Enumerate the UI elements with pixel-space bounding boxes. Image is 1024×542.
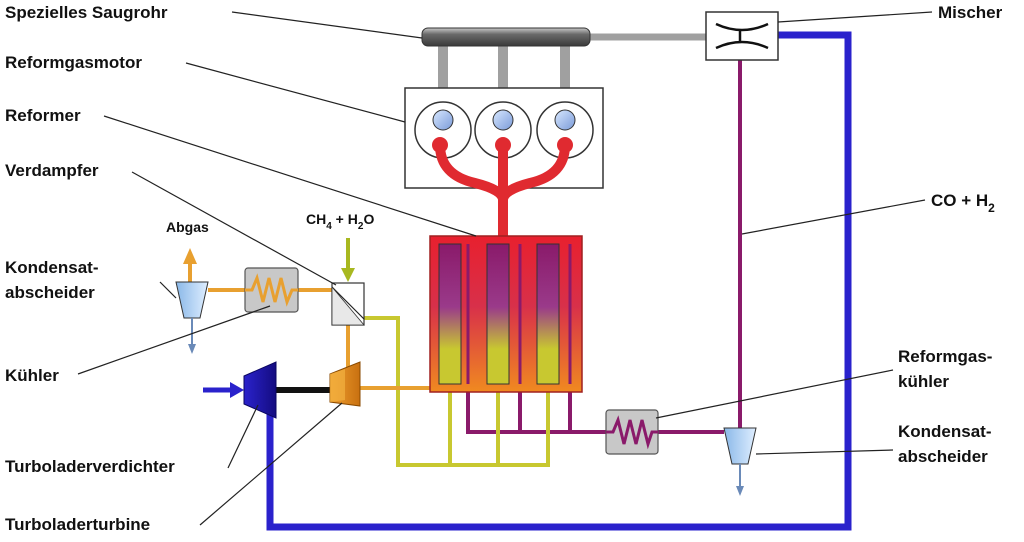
label-spezielles-saugrohr: Spezielles Saugrohr xyxy=(5,3,168,22)
separator-icon xyxy=(723,427,757,496)
label-kondensatabscheider-right-1: Kondensat- xyxy=(898,422,992,441)
labels: Spezielles Saugrohr Reformgasmotor Refor… xyxy=(5,3,1003,534)
turbine-icon xyxy=(243,361,277,419)
label-kondensatabscheider-left-2: abscheider xyxy=(5,283,95,302)
label-verdampfer: Verdampfer xyxy=(5,161,99,180)
feed-arrow-icon xyxy=(341,238,355,282)
label-co-h2: CO + H2 xyxy=(931,191,995,215)
engine-exhaust-fork xyxy=(435,140,570,241)
intake-manifold xyxy=(421,27,591,88)
label-abgas: Abgas xyxy=(166,219,209,235)
heat-exchanger-icon xyxy=(605,409,659,455)
heat-exchanger-icon xyxy=(244,267,299,313)
evaporator-icon xyxy=(331,282,365,326)
label-h2o-o: O xyxy=(363,211,374,227)
label-ch4-mid: + H xyxy=(332,211,358,227)
reformer xyxy=(429,235,583,393)
label-reformer: Reformer xyxy=(5,106,81,125)
separator-icon xyxy=(175,281,209,354)
label-turboladerturbine: Turboladerturbine xyxy=(5,515,150,534)
label-reformgaskuehler-2: kühler xyxy=(898,372,949,391)
engine-block xyxy=(404,87,604,189)
air-inlet-arrow xyxy=(203,382,244,398)
label-kondensatabscheider-right-2: abscheider xyxy=(898,447,988,466)
label-kuehler: Kühler xyxy=(5,366,59,385)
leader-lines xyxy=(77,11,933,526)
label-turboladerverdichter: Turboladerverdichter xyxy=(5,457,175,476)
label-ch4-sub: 4 xyxy=(326,221,332,232)
air-loop-pipe xyxy=(266,31,852,531)
label-reformgaskuehler-1: Reformgas- xyxy=(898,347,992,366)
abgas-arrow-icon xyxy=(183,248,197,264)
compressor-icon xyxy=(329,361,361,407)
label-co-h2-sub: 2 xyxy=(988,201,995,215)
label-reformgasmotor: Reformgasmotor xyxy=(5,53,142,72)
exhaust-orange-pipes xyxy=(188,262,430,390)
cylinder-icon xyxy=(536,101,594,159)
label-ch4-h2o: CH4 + H2O xyxy=(306,211,374,232)
label-co-h2-prefix: CO + H xyxy=(931,191,988,210)
label-h2o-sub: 2 xyxy=(358,221,364,232)
label-kondensatabscheider-left-1: Kondensat- xyxy=(5,258,99,277)
label-mischer: Mischer xyxy=(938,3,1003,22)
exhaust-yellow-pipes xyxy=(362,316,550,467)
label-ch4-c: CH xyxy=(306,211,326,227)
mixer-icon xyxy=(705,11,779,61)
